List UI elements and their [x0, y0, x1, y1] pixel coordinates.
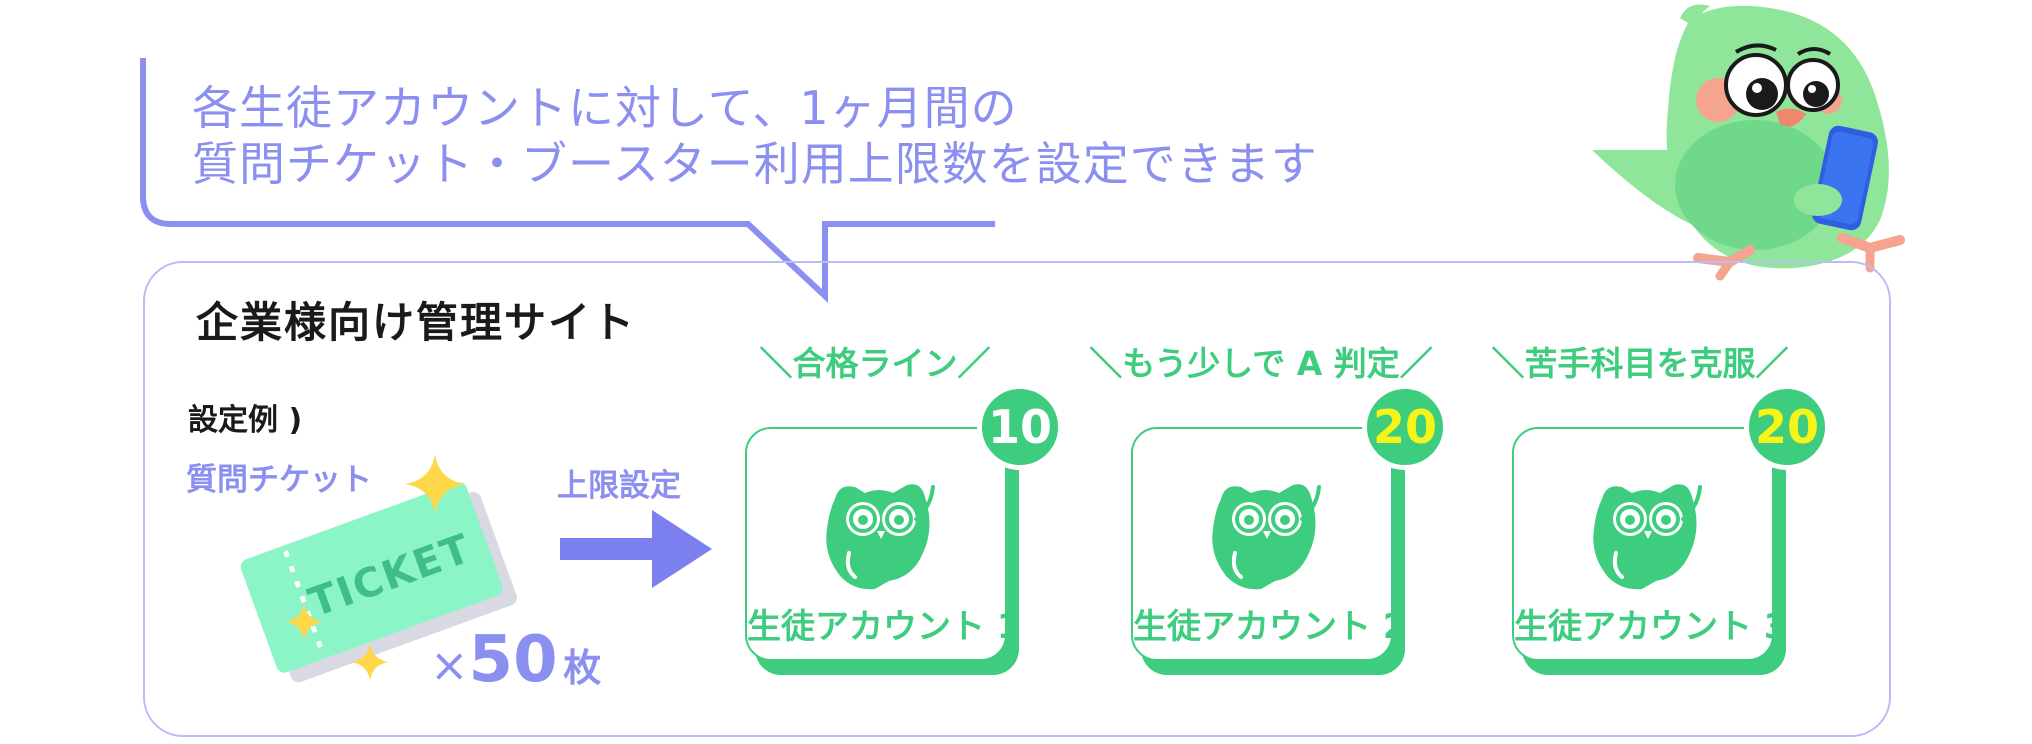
card-face: 生徒アカウント 1 [745, 427, 1021, 661]
quantity-value: 50 [468, 623, 558, 697]
card-face: 生徒アカウント 3 [1512, 427, 1788, 661]
student-account-name: 生徒アカウント 1 [747, 607, 1021, 647]
admin-site-panel [143, 261, 1891, 737]
owl-icon [1593, 484, 1702, 590]
student-account-card-3: 生徒アカウント 3 [1512, 427, 1788, 675]
sparkle-icon [285, 603, 323, 641]
owl-icon [1212, 484, 1321, 590]
sparkle-icon [351, 643, 389, 681]
student-account-name: 生徒アカウント 2 [1133, 607, 1407, 647]
card-face: 生徒アカウント 2 [1131, 427, 1407, 661]
question-ticket-label: 質問チケット [186, 462, 372, 498]
owl-icon [826, 484, 935, 590]
example-label: 設定例 ) [188, 403, 303, 438]
times-sign: × [430, 638, 469, 692]
owl-icon-wrap [1582, 469, 1710, 601]
bubble-text-line-2: 質問チケット・ブースター利用上限数を設定できます [192, 137, 1318, 191]
owl-icon-wrap [1201, 469, 1329, 601]
sparkle-icon [405, 454, 465, 514]
panel-title: 企業様向け管理サイト [196, 298, 637, 347]
arrow-right-icon [560, 510, 712, 588]
account-3-tagline: ＼苦手科目を克服／ [1491, 344, 1789, 383]
student-account-card-1: 生徒アカウント 1 [745, 427, 1021, 675]
owl-icon-wrap [815, 469, 943, 601]
bubble-text-line-1: 各生徒アカウントに対して、1ヶ月間の [192, 81, 1018, 135]
account-2-tagline: ＼もう少しで A 判定／ [1089, 344, 1433, 383]
limit-setting-label: 上限設定 [557, 468, 681, 504]
limit-badge-2: 20 [1362, 384, 1448, 470]
student-account-name: 生徒アカウント 3 [1514, 607, 1788, 647]
ticket-quantity: ×50 枚 [430, 623, 601, 697]
account-1-tagline: ＼合格ライン／ [759, 344, 991, 383]
mascot-bird-illustration [1592, 4, 1905, 281]
limit-badge-1: 10 [977, 384, 1063, 470]
student-account-card-2: 生徒アカウント 2 [1131, 427, 1407, 675]
quantity-unit: 枚 [563, 646, 602, 690]
limit-badge-3: 20 [1744, 384, 1830, 470]
